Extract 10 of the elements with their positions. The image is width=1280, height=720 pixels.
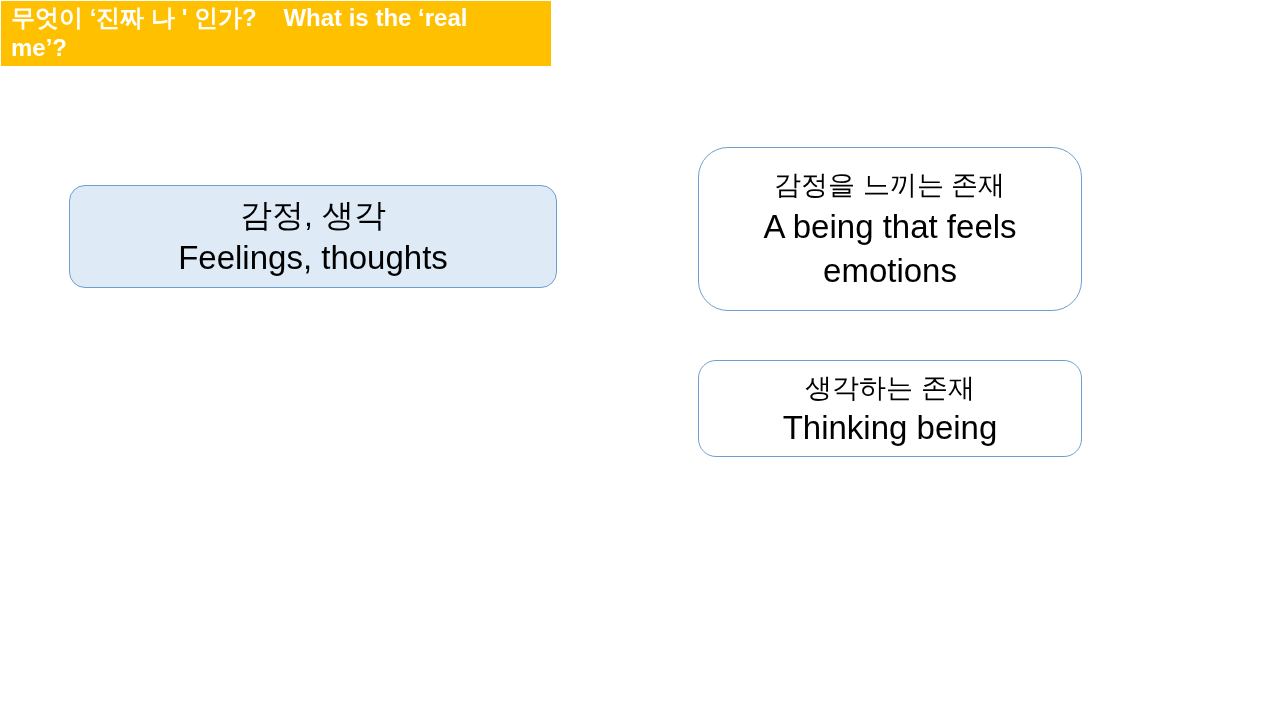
rounded-box: [698, 360, 1082, 457]
english-text: Thinking being: [782, 407, 998, 448]
korean-text: 감정, 생각: [240, 195, 386, 235]
english-text: Feelings, thoughts: [178, 237, 448, 278]
title-banner: 무엇이 ‘진짜 나 ' 인가? What is the ‘real me’?: [1, 1, 551, 66]
rounded-box: [69, 185, 557, 288]
english-text: A being that feels emotions: [762, 207, 1018, 291]
korean-text: 감정을 느끼는 존재: [774, 169, 1006, 202]
rounded-box: [698, 147, 1082, 311]
korean-text: 생각하는 존재: [805, 371, 975, 405]
